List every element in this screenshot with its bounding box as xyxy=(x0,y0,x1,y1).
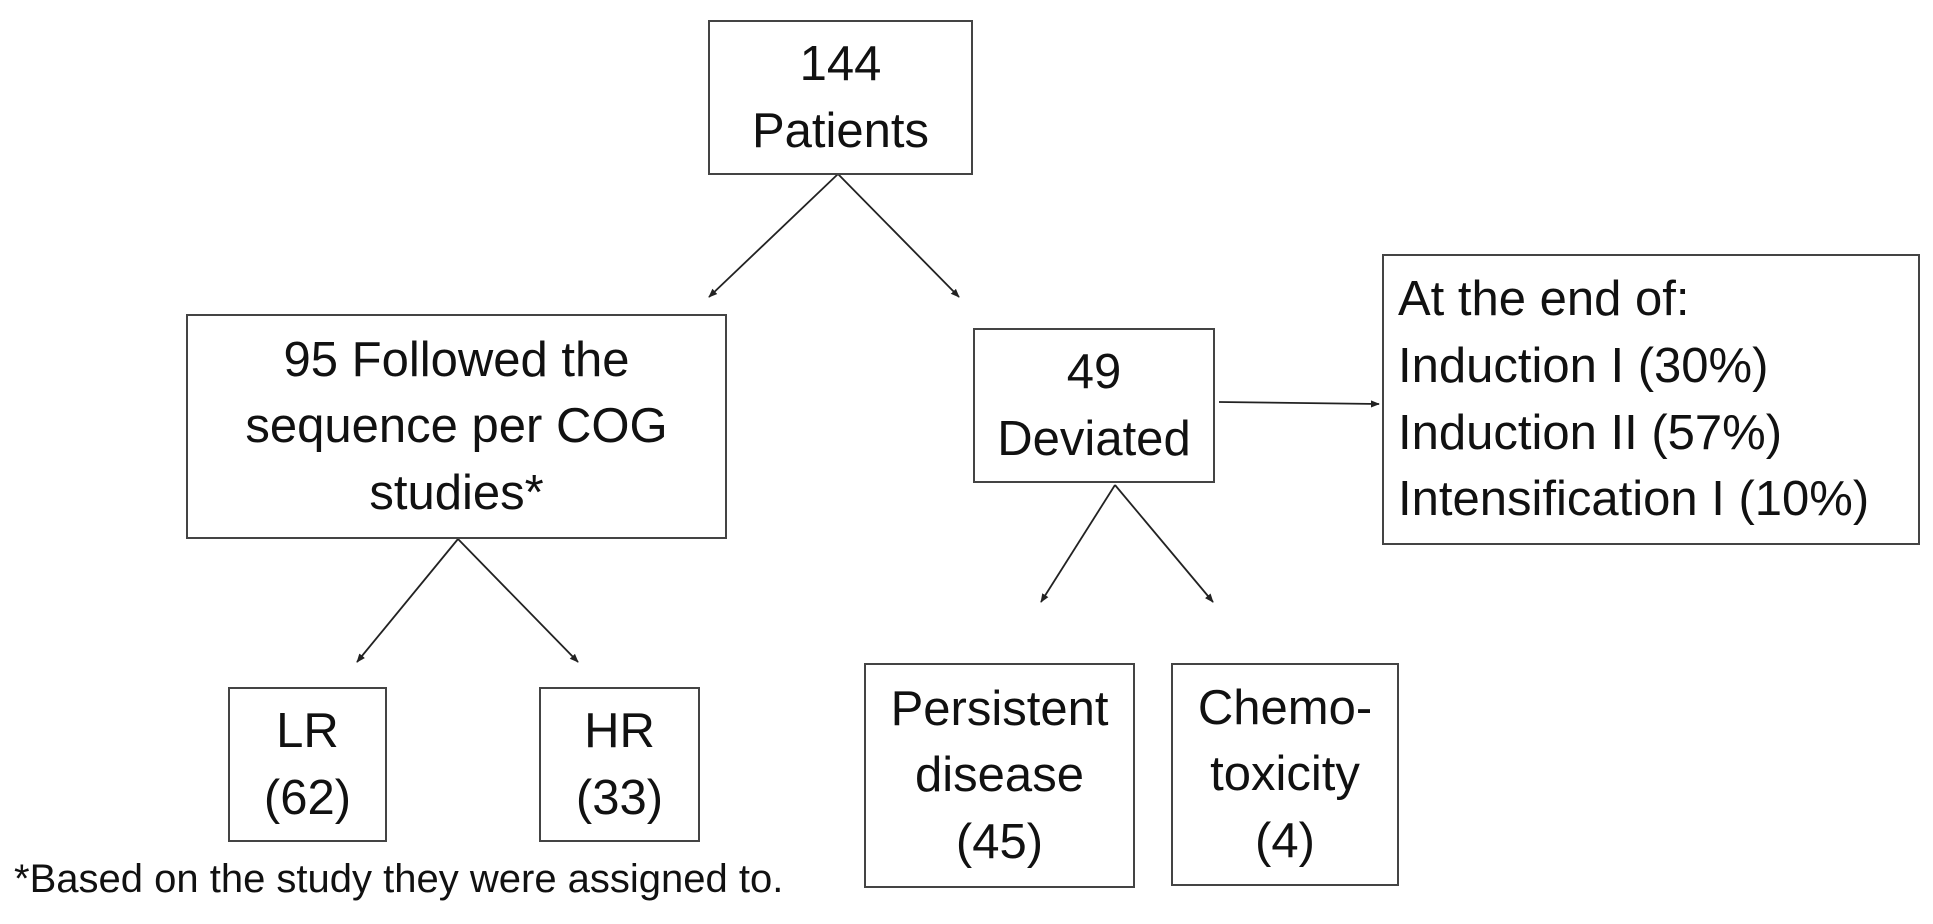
end-of-induction-1: Induction I (30%) xyxy=(1398,338,1769,393)
deviated-count: 49 xyxy=(1066,344,1122,399)
low-risk-count: (62) xyxy=(263,770,352,825)
persistent-disease-box: Persistent disease (45) xyxy=(864,663,1135,888)
total-patients-box: 144 Patients xyxy=(708,20,973,175)
end-of-phase-box: At the end of: Induction I (30%) Inducti… xyxy=(1382,254,1920,545)
total-count: 144 xyxy=(799,36,882,91)
followed-line-3: studies* xyxy=(369,465,544,520)
chemo-line-1: Chemo- xyxy=(1197,680,1373,735)
total-label: Patients xyxy=(751,103,930,158)
high-risk-label: HR xyxy=(584,703,655,758)
arrow-deviated-to-end-of xyxy=(1218,400,1380,408)
followed-line-1: 95 Followed the xyxy=(283,332,630,387)
end-of-heading: At the end of: xyxy=(1398,272,1690,327)
low-risk-box: LR (62) xyxy=(228,687,387,842)
arrow-deviated-to-chemo xyxy=(1114,484,1214,603)
footnote: *Based on the study they were assigned t… xyxy=(14,857,784,901)
chemo-count: (4) xyxy=(1255,813,1315,868)
deviated-box: 49 Deviated xyxy=(973,328,1215,483)
end-of-intensification-1: Intensification I (10%) xyxy=(1398,472,1870,527)
followed-line-2: sequence per COG xyxy=(245,399,668,454)
low-risk-label: LR xyxy=(276,703,339,758)
deviated-label: Deviated xyxy=(997,411,1191,466)
high-risk-count: (33) xyxy=(575,770,664,825)
persistent-count: (45) xyxy=(955,814,1044,869)
high-risk-box: HR (33) xyxy=(539,687,700,842)
end-of-induction-2: Induction II (57%) xyxy=(1398,405,1783,460)
arrow-total-to-followed xyxy=(708,173,839,298)
chemo-line-2: toxicity xyxy=(1210,747,1360,802)
arrow-deviated-to-persistent xyxy=(1040,484,1116,603)
arrow-followed-to-lr xyxy=(356,538,459,663)
chemotoxicity-box: Chemo- toxicity (4) xyxy=(1171,663,1399,886)
arrow-total-to-deviated xyxy=(837,173,960,298)
arrow-followed-to-hr xyxy=(457,538,579,663)
persistent-line-1: Persistent xyxy=(890,681,1109,736)
persistent-line-2: disease xyxy=(915,748,1084,803)
followed-sequence-box: 95 Followed the sequence per COG studies… xyxy=(186,314,727,539)
